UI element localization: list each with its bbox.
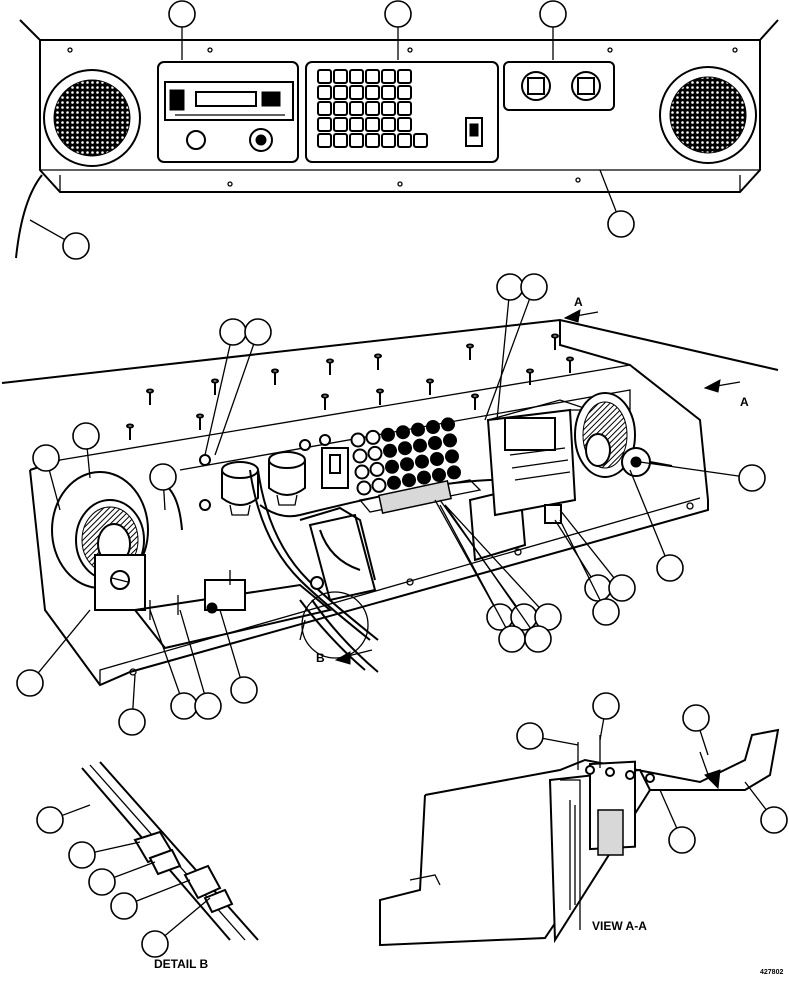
callout-balloon — [559, 509, 636, 602]
callout-balloon — [599, 169, 635, 238]
switch-key — [381, 117, 396, 132]
svg-text:VIEW A-A: VIEW A-A — [592, 919, 647, 933]
switch-key — [397, 85, 412, 100]
switch-key — [365, 69, 380, 84]
callout-balloon — [496, 273, 524, 421]
switch-key — [317, 133, 332, 148]
left-speaker-grille — [43, 69, 141, 167]
callout-balloon — [68, 841, 141, 869]
callout-balloon — [484, 273, 548, 421]
switch-key — [381, 133, 396, 148]
svg-text:A: A — [740, 395, 749, 409]
console-rear-assembly: A A B — [1, 295, 779, 687]
switch-key — [365, 117, 380, 132]
switch-key — [317, 117, 332, 132]
switch-key — [365, 85, 380, 100]
switch-key — [413, 133, 428, 148]
callout-balloon — [168, 0, 196, 60]
callout-balloon — [118, 674, 146, 736]
callout-balloon — [214, 318, 272, 456]
callout-balloon — [559, 519, 620, 626]
view-a-arrow-right: A — [703, 379, 749, 409]
switch-key — [333, 85, 348, 100]
switch-key — [317, 85, 332, 100]
callout-balloon — [29, 219, 90, 260]
svg-text:A: A — [574, 295, 583, 309]
callout-balloon — [384, 0, 412, 60]
callout-balloon — [444, 504, 552, 653]
console-front-panel — [15, 19, 779, 259]
antenna-cable — [15, 174, 43, 259]
callout-balloon — [72, 422, 100, 479]
detail-b: DETAIL B — [81, 761, 259, 971]
switch-connector-block — [350, 417, 461, 496]
view-aa: VIEW A-A — [379, 728, 780, 947]
callout-balloon — [149, 463, 177, 511]
view-a-arrow-top: A — [563, 295, 599, 323]
switch-key — [333, 117, 348, 132]
callout-balloon — [16, 609, 91, 697]
svg-text:B: B — [316, 651, 325, 665]
callout-balloon — [554, 519, 612, 602]
callout-balloon — [744, 781, 788, 834]
switch-key — [333, 69, 348, 84]
switch-key — [349, 117, 364, 132]
detail-b-circle — [301, 591, 369, 659]
callout-balloon — [36, 804, 91, 834]
switch-key — [365, 101, 380, 116]
switch-key — [317, 101, 332, 116]
switch-key — [381, 69, 396, 84]
radio-chassis — [486, 399, 591, 524]
switch-key — [397, 133, 412, 148]
figure-id: 427802 — [760, 969, 783, 976]
switch-key — [365, 133, 380, 148]
callout-balloon — [219, 609, 258, 704]
callout-balloon — [141, 897, 211, 958]
callout-balloons — [16, 0, 788, 958]
switch-key — [397, 117, 412, 132]
callout-balloon — [179, 609, 222, 720]
svg-text:DETAIL B: DETAIL B — [154, 957, 209, 971]
switch-key — [333, 133, 348, 148]
switch-key — [381, 85, 396, 100]
callout-balloon — [659, 789, 696, 854]
callout-balloon — [434, 499, 514, 631]
rear-right-speaker — [574, 392, 673, 478]
relay-right — [268, 451, 306, 506]
switch-key — [381, 101, 396, 116]
switch-key — [349, 101, 364, 116]
switch-key — [349, 69, 364, 84]
gauge-panel — [503, 61, 615, 111]
callout-balloon — [639, 461, 766, 492]
radio-panel — [157, 61, 299, 163]
switch-key — [349, 133, 364, 148]
callout-balloon — [539, 0, 567, 60]
right-speaker-grille — [659, 66, 757, 164]
callout-balloon — [629, 469, 684, 582]
callout-balloon — [88, 861, 156, 896]
callout-balloon — [516, 722, 579, 750]
detail-b-arrow: B — [299, 619, 373, 665]
callout-balloon — [110, 879, 191, 920]
callout-balloon — [682, 704, 710, 756]
switch-key — [349, 85, 364, 100]
switch-panel — [305, 61, 499, 163]
switch-key — [333, 101, 348, 116]
switch-key — [317, 69, 332, 84]
callout-balloon — [592, 692, 620, 741]
switch-key — [397, 69, 412, 84]
callout-balloon — [32, 444, 61, 511]
switch-key — [397, 101, 412, 116]
